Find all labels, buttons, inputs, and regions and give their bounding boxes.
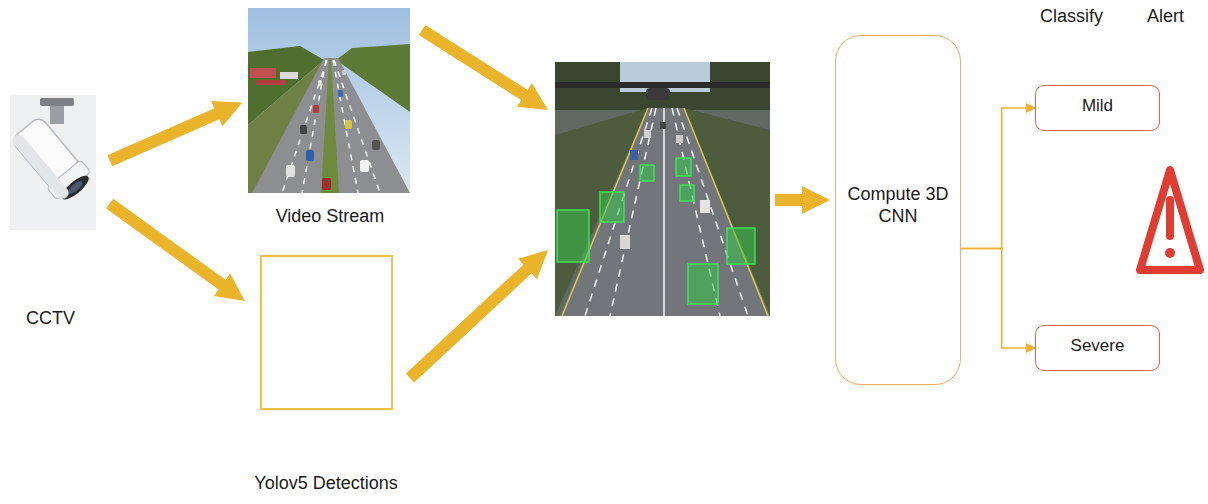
highway-photo [286,165,295,177]
highway-photo [252,58,410,193]
detection-photo [557,158,755,304]
highway-photo [318,80,322,86]
detection-photo [684,108,768,316]
highway-photo [280,72,298,79]
branch-arrow [961,249,1035,349]
detection-photo [700,200,710,213]
detection-photo [676,135,683,143]
detection-photo [727,228,755,264]
section-label: Alert [1147,6,1184,28]
detection-photo [585,108,652,316]
detection-photo [600,192,624,222]
detection-photo [646,88,670,100]
detection-photo [555,82,770,88]
highway-photo [342,70,346,75]
highway-photo [333,60,358,193]
node-text: Compute 3D CNN [846,184,950,227]
flow-arrow [410,30,814,378]
detection-node: Yolov5 Detections [248,255,404,497]
detection-photo [555,62,770,316]
highway-photo [334,60,380,193]
warning-symbol [1140,170,1200,270]
detection-photo [555,62,770,316]
highway-photo [248,8,410,193]
highway-photo [306,150,314,161]
process-box: Compute 3D CNN [835,35,961,385]
branch-arrow [961,108,1035,249]
cctv-camera-icon [10,132,71,201]
highway-photo [360,160,369,172]
node-text: Yolov5 Detections [254,473,397,495]
detection-photo [680,185,694,201]
detection-photo [644,130,651,138]
detection-photo [676,158,691,176]
node-text: Video Stream [276,206,385,228]
detection-photo [620,122,710,249]
cctv-camera-icon [10,116,91,202]
class-box: Mild [1035,85,1160,131]
highway-photo [321,58,339,193]
detection-photo [640,165,654,181]
detection-photo [630,150,638,160]
highway-photo [282,60,380,193]
detection-photo [585,108,748,316]
cctv-camera-icon [66,179,84,196]
detection-photo [660,122,666,129]
highway-photo [256,80,286,85]
highway-photo [322,178,331,190]
camera-node: CCTV [8,92,108,332]
warning-symbol [1166,196,1174,240]
detection-photo [677,108,748,316]
flow-arrow [410,261,536,378]
warning-symbol [1165,248,1175,258]
cctv-camera-icon [10,95,96,230]
warning-symbol [1140,170,1200,270]
highway-photo [282,60,327,193]
cctv-camera-icon [8,114,96,207]
node-text: Severe [1071,336,1125,356]
node-text: CCTV [26,308,75,330]
cctv-camera-icon [8,95,96,230]
node-text: Mild [1082,96,1113,116]
highway-photo [313,105,319,113]
flow-arrow [422,30,535,101]
detection-photo [557,210,589,262]
highway-photo [248,8,410,193]
flow-arrow [775,194,814,206]
detection-photo [560,108,770,316]
detection-photo [555,62,770,110]
detection-frame [260,255,393,410]
flow-arrow [110,204,232,292]
highway-photo [286,70,380,190]
highway-photo [372,140,380,150]
highway-photo [250,68,276,78]
section-label: Classify [1040,6,1103,28]
class-box: Severe [1035,325,1160,371]
cctv-camera-icon [40,98,74,106]
highway-photo [345,120,352,129]
detection-photo [663,108,665,316]
detection-photo [688,264,718,304]
detection-photo [620,235,630,249]
highway-photo [300,125,307,134]
highway-photo [338,90,343,97]
flow-arrow [110,109,228,161]
video-stream-node: Video Stream [246,6,414,232]
